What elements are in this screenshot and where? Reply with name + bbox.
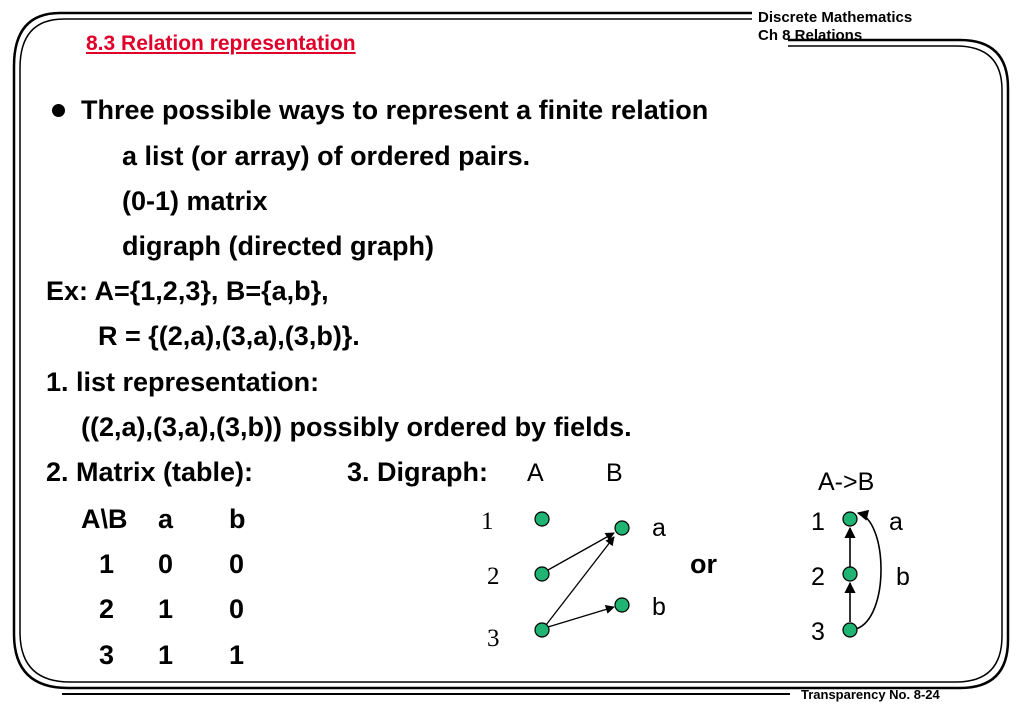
sub-item-list: a list (or array) of ordered pairs.	[122, 141, 531, 171]
alt-node-3	[842, 622, 858, 638]
matrix-corner: A\B	[81, 504, 128, 534]
alt-node-1	[842, 511, 858, 527]
example-relation: R = {(2,a),(3,a),(3,b)}.	[98, 321, 360, 351]
example-sets: Ex: A={1,2,3}, B={a,b},	[46, 276, 329, 306]
matrix-col-b: b	[229, 504, 246, 534]
matrix-cell: 0	[229, 594, 245, 624]
matrix-col-a: a	[158, 504, 174, 534]
alt-digraph-heading: A->B	[818, 468, 875, 496]
footer-transparency: Transparency No. 8-24	[801, 687, 940, 702]
node-label: 3	[487, 625, 500, 652]
matrix-row-label: 3	[99, 640, 115, 670]
set-b-label: B	[606, 459, 623, 487]
alt-node-2	[842, 566, 858, 582]
node-label: 1	[481, 508, 494, 535]
node-label: 2	[487, 563, 500, 590]
bullet-dot-icon	[52, 104, 65, 117]
edge-2-a	[547, 532, 615, 571]
edge-3-b	[855, 509, 882, 630]
node-a-2	[534, 566, 550, 582]
sub-item-matrix: (0-1) matrix	[122, 186, 268, 216]
node-label: a	[652, 514, 666, 542]
list-rep-body: ((2,a),(3,a),(3,b)) possibly ordered by …	[81, 412, 632, 442]
course-name: Discrete Mathematics	[758, 9, 913, 26]
matrix-row-label: 2	[99, 594, 115, 624]
set-a-label: A	[527, 459, 544, 487]
main-bullet-text: Three possible ways to represent a finit…	[81, 95, 709, 125]
alt-node-label: 2	[811, 563, 825, 591]
main-bullet	[52, 104, 65, 122]
or-label: or	[690, 549, 717, 579]
node-a-1	[534, 511, 550, 527]
edge-3-a	[545, 536, 615, 626]
alt-side-label: a	[889, 508, 903, 536]
matrix-cell: 0	[229, 549, 245, 579]
node-b-b	[614, 597, 630, 613]
edge-3-b	[547, 605, 615, 628]
node-a-3	[534, 622, 550, 638]
list-rep-heading: 1. list representation:	[46, 367, 320, 397]
node-b-a	[614, 520, 630, 536]
matrix-cell: 1	[158, 594, 174, 624]
matrix-cell: 1	[229, 640, 245, 670]
alt-side-label: b	[896, 563, 910, 591]
matrix-cell: 1	[158, 640, 174, 670]
slide-title: 8.3 Relation representation	[86, 32, 356, 55]
alt-node-label: 3	[811, 618, 825, 646]
node-label: b	[652, 593, 666, 621]
chapter-name: Ch 8 Relations	[758, 27, 863, 44]
matrix-heading: 2. Matrix (table):	[46, 457, 254, 487]
digraph-heading: 3. Digraph:	[347, 457, 489, 487]
sub-item-digraph: digraph (directed graph)	[122, 231, 435, 261]
alt-node-label: 1	[811, 508, 825, 536]
matrix-row-label: 1	[99, 549, 115, 579]
matrix-cell: 0	[158, 549, 174, 579]
